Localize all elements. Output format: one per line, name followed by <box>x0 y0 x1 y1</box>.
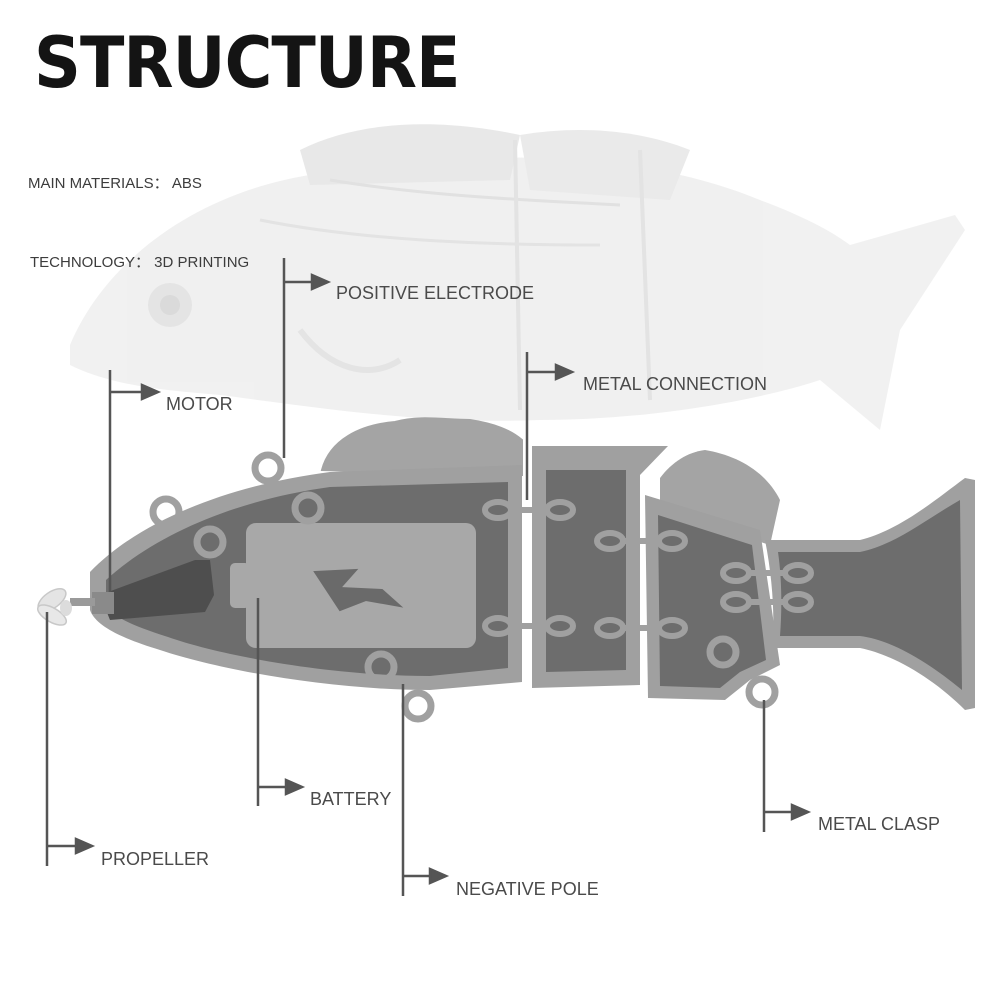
spec-technology: TECHNOLOGY： 3D PRINTING <box>30 254 250 271</box>
dorsal-fins <box>320 417 780 545</box>
callout-battery: BATTERY <box>310 789 392 809</box>
propeller-blades <box>36 587 72 626</box>
leader-lines <box>45 258 812 896</box>
motor-unit <box>70 560 214 620</box>
callout-motor: MOTOR <box>166 394 233 414</box>
callout-propeller: PROPELLER <box>101 849 210 869</box>
background-fish-image <box>70 124 965 430</box>
line-eyelet <box>251 451 285 485</box>
rings <box>149 451 779 723</box>
callout-negative-pole: NEGATIVE POLE <box>456 879 599 899</box>
callout-metal-clasp: METAL CLASP <box>818 814 941 834</box>
metal-connection-links <box>482 499 814 639</box>
tail-fin <box>765 478 975 710</box>
spec-main-materials: MAIN MATERIALS： ABS <box>28 175 202 192</box>
page-title: STRUCTURE <box>34 22 460 104</box>
callout-positive-electrode: POSITIVE ELECTRODE <box>336 283 535 303</box>
lightning-bolt-icon <box>313 568 404 612</box>
battery-cell <box>230 523 476 648</box>
callout-metal-connection: METAL CONNECTION <box>583 374 768 394</box>
